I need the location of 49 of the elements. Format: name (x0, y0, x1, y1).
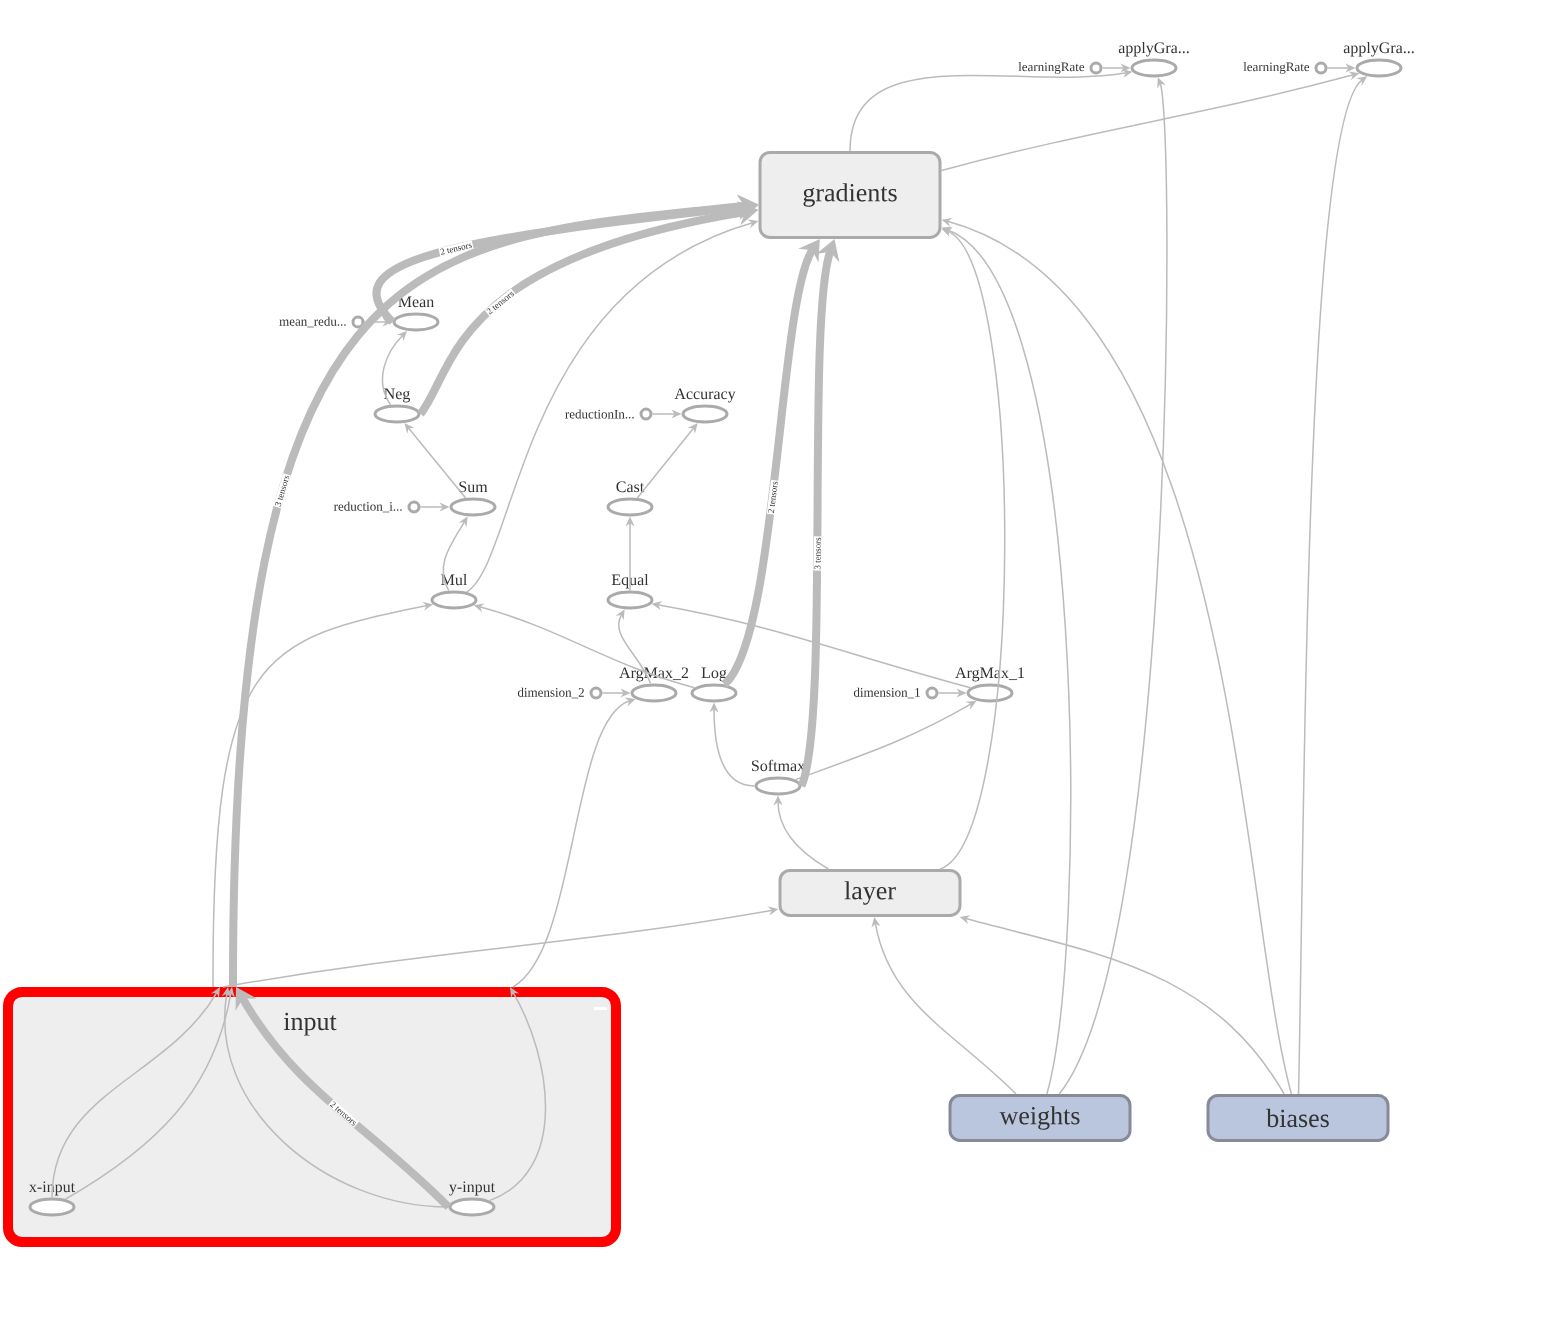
arrow (636, 423, 698, 499)
group-box: layer (778, 869, 962, 917)
op-node: Sum (449, 481, 497, 517)
op-node: y-input (448, 1181, 496, 1217)
variable-box: biases (1206, 1094, 1390, 1142)
node-label: Sum (459, 481, 488, 493)
arrow (51, 987, 220, 1199)
constant-node: reductionIn... (565, 407, 653, 421)
node-label: Neg (384, 388, 411, 403)
group-box: gradients (758, 151, 942, 239)
constant-node: learningRate (1018, 61, 1103, 75)
node-label: reduction_i... (333, 501, 402, 513)
op-node: ArgMax_1 (955, 667, 1024, 703)
op-node: Equal (606, 573, 654, 610)
node-label: applyGra... (1118, 41, 1189, 57)
constant-node: learningRate (1243, 61, 1328, 75)
op-node: Mul (430, 573, 478, 610)
edge-label: 2 tensors (766, 479, 780, 515)
node-label: dimension_1 (853, 687, 920, 699)
edge-label: 3 tensors (273, 473, 291, 509)
constant-node: dimension_1 (853, 686, 939, 700)
op-node: Neg (373, 388, 421, 424)
arrow (488, 987, 547, 1202)
arrow (939, 228, 1006, 870)
node-label: Mul (441, 573, 467, 586)
op-node: applyGra... (1343, 41, 1414, 78)
op-node: Softmax (751, 759, 805, 796)
node-label: learningRate (1243, 62, 1310, 74)
node-label: ArgMax_1 (955, 667, 1024, 682)
node-label: Cast (616, 481, 645, 493)
node-label: Softmax (751, 759, 805, 772)
node-label: Equal (611, 573, 649, 589)
node-label: reductionIn... (565, 409, 634, 419)
node-label: dimension_2 (517, 687, 584, 699)
edge-label: 2 tensors (438, 240, 474, 257)
constant-node: dimension_2 (517, 686, 603, 700)
variable-box: weights (948, 1094, 1132, 1142)
constant-node: reduction_i... (333, 500, 421, 514)
arrow (404, 423, 467, 499)
op-node: Cast (606, 481, 654, 517)
node-label: y-input (449, 1181, 496, 1196)
constant-node: mean_redu... (279, 315, 365, 329)
node-label: mean_redu... (279, 316, 346, 328)
node-label: learningRate (1018, 62, 1085, 74)
op-node: applyGra... (1118, 41, 1189, 78)
op-node: Accuracy (674, 388, 736, 424)
node-label: applyGra... (1343, 41, 1414, 57)
edge-label: 3 tensors (813, 536, 822, 571)
node-label: Accuracy (674, 388, 736, 403)
